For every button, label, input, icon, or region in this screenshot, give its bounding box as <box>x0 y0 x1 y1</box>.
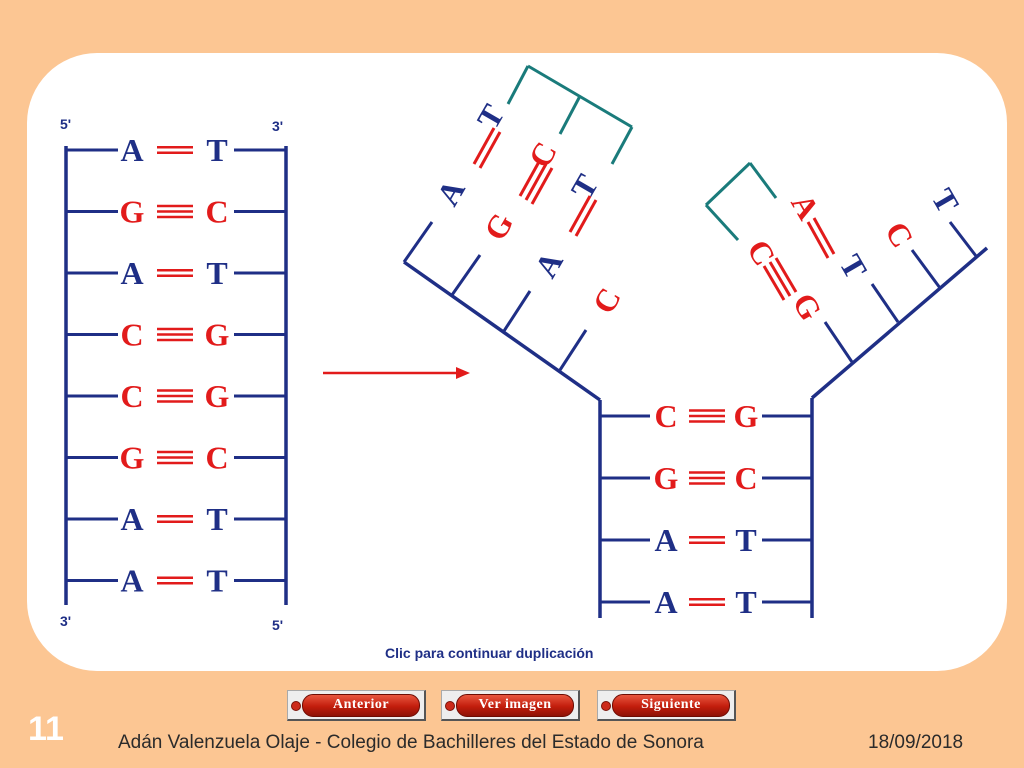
fork-right-arm <box>704 161 989 400</box>
right-arm-bonds <box>762 217 836 301</box>
base-right: T <box>206 501 227 537</box>
fork-left-arm <box>402 64 634 402</box>
base-left: C <box>120 317 143 353</box>
left-arm-template-strand <box>402 260 602 402</box>
bullet-icon <box>291 701 301 711</box>
base-left: A <box>120 563 143 599</box>
base-left: C <box>120 378 143 414</box>
base-right: T <box>735 584 756 620</box>
base-right: T <box>735 522 756 558</box>
left-arm-new-strand <box>506 64 634 165</box>
right-arm-base-g: G <box>786 287 830 327</box>
base-right: C <box>205 194 228 230</box>
left-arm-base-t1: T <box>470 98 512 134</box>
view-image-button-label: Ver imagen <box>456 694 574 717</box>
right-arm-bases: A C T C T G <box>740 182 966 326</box>
bullet-icon <box>601 701 611 711</box>
right-arm-base-c-unpaired: C <box>878 215 921 253</box>
base-right: C <box>205 440 228 476</box>
left-arm-base-g: G <box>477 207 521 247</box>
right-arm-base-t1: T <box>833 248 875 284</box>
base-right: T <box>206 563 227 599</box>
left-arm-base-a1: A <box>429 173 472 211</box>
bullet-icon <box>445 701 455 711</box>
right-arm-template-strand <box>810 246 989 400</box>
footer-author: Adán Valenzuela Olaje - Colegio de Bachi… <box>118 732 704 753</box>
right-arm-new-strand <box>704 161 778 242</box>
ladder-5prime-top: 5' <box>60 116 71 132</box>
view-image-button[interactable]: Ver imagen <box>441 690 580 721</box>
next-button[interactable]: Siguiente <box>597 690 736 721</box>
ladder-3prime-top: 3' <box>272 118 283 134</box>
left-arm-base-t2: T <box>564 168 606 204</box>
base-left: G <box>654 460 679 496</box>
base-left: A <box>120 501 143 537</box>
next-button-label: Siguiente <box>612 694 730 717</box>
base-right: T <box>206 255 227 291</box>
left-arm-bonds <box>472 127 598 237</box>
slide-panel <box>27 53 1007 671</box>
ladder-3prime-bottom: 3' <box>60 613 71 629</box>
base-left: A <box>120 255 143 291</box>
base-right: G <box>205 378 230 414</box>
base-right: G <box>205 317 230 353</box>
base-right: T <box>206 132 227 168</box>
right-arm-base-t-unpaired: T <box>925 182 967 218</box>
prev-button-label: Anterior <box>302 694 420 717</box>
right-arm-base-c-new: C <box>740 233 783 271</box>
base-left: A <box>654 584 677 620</box>
left-arm-base-c-unpaired: C <box>585 281 628 319</box>
prev-button[interactable]: Anterior <box>287 690 426 721</box>
footer-date: 18/09/2018 <box>868 732 964 753</box>
base-left: A <box>120 132 143 168</box>
process-arrow <box>323 367 470 379</box>
base-left: G <box>120 194 145 230</box>
base-right: C <box>734 460 757 496</box>
fork-stem <box>598 398 814 618</box>
base-right: G <box>734 398 759 434</box>
base-left: A <box>654 522 677 558</box>
ladder-5prime-bottom: 5' <box>272 617 283 633</box>
right-arm-base-a: A <box>784 187 827 225</box>
slide-number: 11 <box>28 710 64 748</box>
dna-ladder <box>64 146 288 605</box>
base-left: C <box>654 398 677 434</box>
continue-caption-link[interactable]: Clic para continuar duplicación <box>385 645 594 661</box>
left-arm-base-a2: A <box>527 245 570 283</box>
base-left: G <box>120 440 145 476</box>
